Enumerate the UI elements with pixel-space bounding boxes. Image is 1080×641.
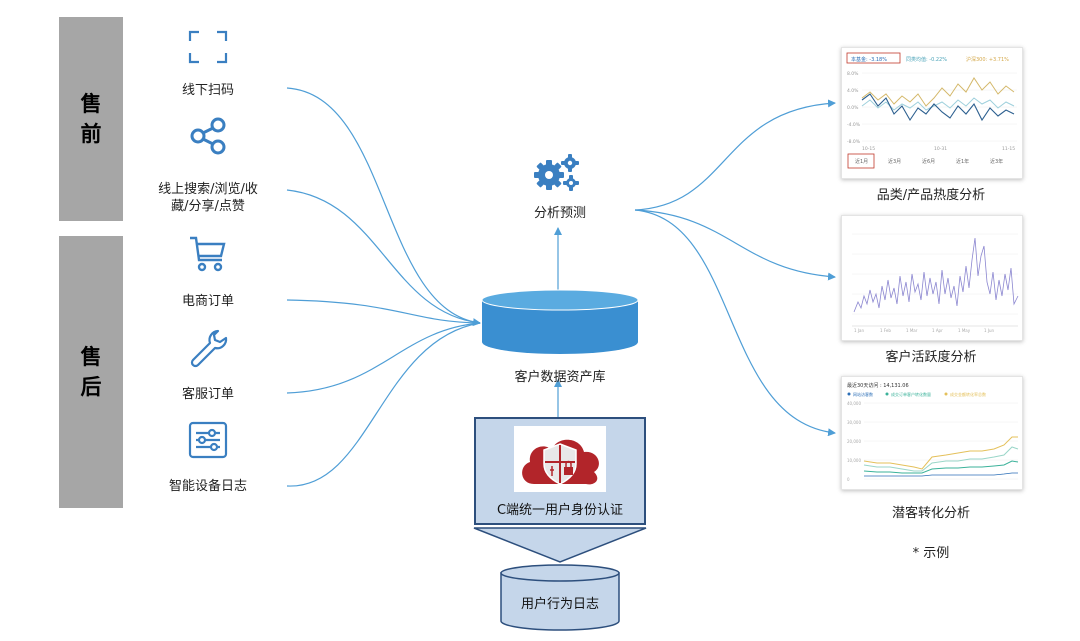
output-label-activity: 客户活跃度分析 — [885, 350, 977, 365]
svg-text:1 Jun: 1 Jun — [984, 328, 995, 333]
connector-ecommerce — [286, 299, 481, 324]
connector-online — [286, 189, 481, 324]
aftersale-char-1: 售 — [80, 345, 102, 369]
aftersale-char-2: 后 — [80, 375, 102, 399]
source-label-device: 智能设备日志 — [168, 479, 247, 494]
thumb1-tab: 近1年 — [956, 158, 969, 165]
thumb1-legend-3: 沪深300: +3.71% — [966, 56, 1009, 63]
thumb1-tab: 近6月 — [922, 158, 935, 165]
source-label-online: 线上搜索/浏览/收 藏/分享/点赞 — [130, 181, 286, 215]
thumb3-ytick: 20,000 — [847, 439, 861, 444]
thumb1-ytick: 4.0% — [847, 88, 859, 94]
thumb-conversion-chart: 最近30天访问 : 14,131.06 网站访客数 成交订单客户转化数量 成交金… — [841, 376, 1023, 490]
thumb1-legend-1: 本基金: -3.18% — [851, 56, 887, 63]
thumb3-legend-1: 网站访客数 — [853, 391, 873, 397]
svg-text:1 Apr: 1 Apr — [932, 328, 943, 333]
thumb1-tab: 近3月 — [888, 158, 901, 165]
behavior-log-cylinder — [500, 564, 620, 631]
cart-icon — [190, 236, 226, 272]
thumb1-xtick: 10-15 — [862, 146, 875, 152]
connector-device — [286, 322, 481, 487]
source-label-online-line1: 线上搜索/浏览/收 — [158, 182, 258, 197]
connector-out-1 — [634, 99, 836, 211]
connector-out-2 — [634, 209, 836, 281]
thumb3-ytick: 0 — [847, 477, 850, 482]
device-settings-icon — [188, 421, 228, 459]
thumb1-ytick: -4.0% — [847, 122, 861, 128]
presale-char-2: 前 — [80, 122, 102, 146]
thumb1-tab: 近1月 — [855, 158, 868, 165]
svg-text:1 Mar: 1 Mar — [906, 328, 918, 333]
thumb1-ytick: 0.0% — [847, 105, 859, 111]
thumb3-ytick: 30,000 — [847, 420, 861, 425]
thumb1-legend-2: 同类均值: -0.22% — [906, 56, 947, 63]
thumb3-ytick: 40,000 — [847, 401, 861, 406]
svg-text:1 Feb: 1 Feb — [880, 328, 891, 333]
database-label: 客户数据资产库 — [514, 370, 606, 385]
thumb-category-heat-chart: 本基金: -3.18% 同类均值: -0.22% 沪深300: +3.71% 8… — [841, 47, 1023, 179]
behavior-log-label: 用户行为日志 — [520, 597, 599, 612]
thumb1-xtick: 10-31 — [934, 146, 947, 152]
thumb3-legend-3: 成交金额转化率总数 — [950, 391, 986, 397]
example-note: * 示例 — [912, 546, 950, 561]
source-label-scan: 线下扫码 — [181, 83, 234, 98]
auth-label: C端统一用户身份认证 — [496, 503, 624, 518]
thumb3-legend-2: 成交订单客户转化数量 — [891, 391, 931, 397]
wrench-icon — [190, 329, 228, 368]
thumb3-svg: 最近30天访问 : 14,131.06 网站访客数 成交订单客户转化数量 成交金… — [847, 382, 1019, 482]
source-label-ecommerce: 电商订单 — [181, 294, 234, 309]
thumb2-svg: 1 Jan 1 Feb 1 Mar 1 Apr 1 May 1 Jun — [852, 233, 1019, 333]
thumb3-ytick: 10,000 — [847, 458, 861, 463]
scan-icon — [188, 30, 228, 64]
thumb-activity-chart: 1 Jan 1 Feb 1 Mar 1 Apr 1 May 1 Jun — [841, 215, 1023, 341]
thumb1-tab: 近3年 — [990, 158, 1003, 165]
thumb1-svg: 本基金: -3.18% 同类均值: -0.22% 沪深300: +3.71% 8… — [846, 52, 1017, 169]
output-label-conversion: 潜客转化分析 — [891, 506, 970, 521]
connector-service — [286, 322, 481, 394]
aftersale-tab: 售 后 — [59, 236, 123, 508]
share-icon — [190, 117, 226, 155]
output-label-category: 品类/产品热度分析 — [876, 188, 986, 203]
source-label-service: 客服订单 — [181, 387, 234, 402]
presale-tab: 售 前 — [59, 17, 123, 221]
presale-char-1: 售 — [80, 92, 102, 116]
connector-out-3 — [634, 209, 836, 437]
down-arrow-shape — [473, 527, 647, 563]
svg-text:1 May: 1 May — [958, 328, 971, 333]
thumb1-ytick: -8.0% — [847, 139, 861, 145]
database-cylinder — [481, 289, 639, 354]
cloud-shield-icon — [514, 426, 606, 492]
svg-text:1 Jan: 1 Jan — [854, 328, 864, 333]
connector-scan — [286, 87, 481, 327]
thumb3-title: 最近30天访问 : 14,131.06 — [847, 382, 909, 389]
source-label-online-line2: 藏/分享/点赞 — [171, 199, 245, 214]
analysis-label: 分析预测 — [533, 206, 586, 221]
thumb1-xtick: 11-15 — [1002, 146, 1015, 152]
gears-icon — [534, 154, 579, 191]
thumb1-ytick: 8.0% — [847, 71, 859, 77]
